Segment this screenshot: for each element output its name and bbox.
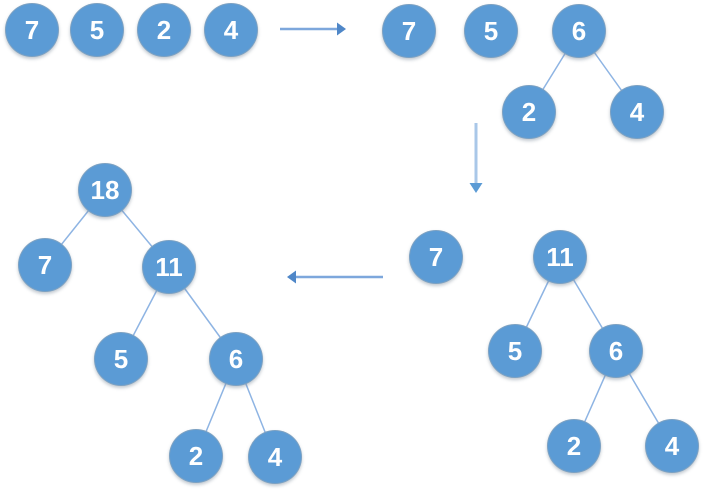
node-5: 5 (464, 4, 518, 58)
node-18: 18 (78, 163, 132, 217)
node-2: 2 (169, 429, 223, 483)
left-arrow-head-icon (287, 270, 296, 284)
node-2: 2 (547, 419, 601, 473)
node-7: 7 (409, 230, 463, 284)
node-2: 2 (137, 3, 191, 57)
node-7: 7 (382, 4, 436, 58)
down-arrow-head-icon (469, 183, 483, 193)
node-7: 7 (18, 238, 72, 292)
node-4: 4 (248, 430, 302, 484)
node-5: 5 (94, 332, 148, 386)
node-6: 6 (552, 4, 606, 58)
node-11: 11 (142, 240, 196, 294)
node-4: 4 (204, 3, 258, 57)
node-4: 4 (645, 419, 699, 473)
node-4: 4 (610, 85, 664, 139)
node-6: 6 (209, 332, 263, 386)
node-2: 2 (502, 85, 556, 139)
node-5: 5 (70, 3, 124, 57)
node-11: 11 (533, 230, 587, 284)
right-arrow-head-icon (337, 22, 346, 36)
node-6: 6 (589, 324, 643, 378)
node-5: 5 (488, 324, 542, 378)
node-7: 7 (5, 3, 59, 57)
